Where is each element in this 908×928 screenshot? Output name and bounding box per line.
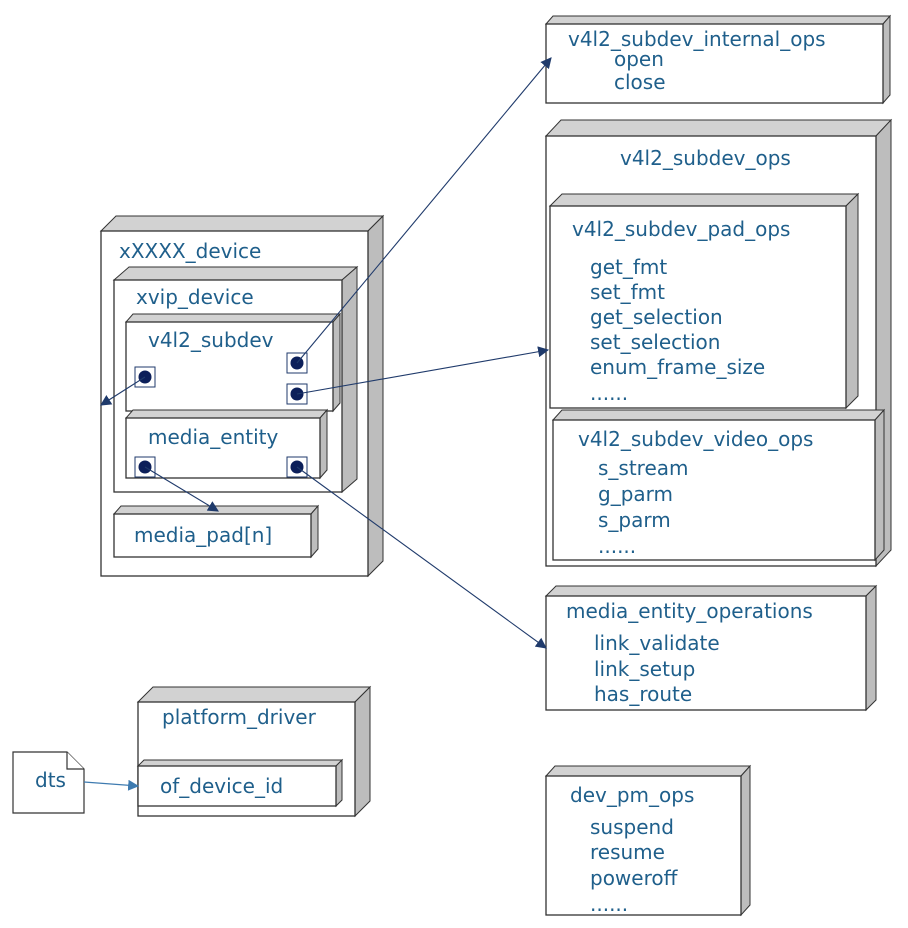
entity-op-item: has_route (594, 682, 692, 706)
pad-op-item: get_selection (590, 305, 723, 329)
xxxxx-device-label: xXXXX_device (119, 239, 261, 263)
video-ops-node[interactable]: v4l2_subdev_video_ops s_stream g_parm s_… (551, 408, 886, 562)
platform-driver-label: platform_driver (162, 705, 317, 729)
pad-op-item: enum_frame_size (590, 355, 765, 379)
pm-ops-title: dev_pm_ops (570, 783, 694, 807)
internal-op-item: close (614, 70, 666, 94)
subdev-ops-title: v4l2_subdev_ops (620, 146, 791, 170)
dts-label: dts (35, 768, 66, 792)
internal-op-item: open (614, 47, 664, 71)
connector-to-internal-ops (296, 57, 552, 364)
entity-ops-title: media_entity_operations (566, 599, 813, 623)
video-op-item: s_stream (598, 456, 689, 480)
pm-op-item: ...... (590, 892, 628, 916)
pad-ops-title: v4l2_subdev_pad_ops (572, 217, 790, 241)
xvip-device-label: xvip_device (136, 285, 254, 309)
pad-op-item: set_selection (590, 330, 720, 354)
connector-to-entity-ops (296, 466, 547, 649)
of-device-id-node[interactable]: of_device_id (136, 758, 344, 808)
connector-to-subdev-ops (296, 346, 550, 395)
video-op-item: s_parm (598, 508, 671, 532)
pad-op-item: ...... (590, 381, 628, 405)
pad-ops-node[interactable]: v4l2_subdev_pad_ops get_fmt set_fmt get_… (548, 192, 860, 410)
video-op-item: g_parm (598, 482, 673, 506)
pm-op-item: suspend (590, 815, 674, 839)
entity-op-item: link_validate (594, 631, 720, 655)
media-pad-node[interactable]: media_pad[n] (112, 504, 320, 559)
of-device-id-label: of_device_id (160, 774, 283, 798)
v4l2-subdev-label: v4l2_subdev (148, 328, 274, 352)
connectors (83, 57, 552, 791)
v4l2-subdev-node[interactable]: v4l2_subdev (124, 312, 342, 413)
connector-to-device (100, 376, 146, 406)
pad-op-item: set_fmt (590, 280, 665, 304)
pm-op-item: poweroff (590, 866, 679, 890)
video-op-item: ...... (598, 534, 636, 558)
entity-op-item: link_setup (594, 657, 695, 681)
connector-to-media-pad (144, 466, 219, 512)
video-ops-title: v4l2_subdev_video_ops (578, 427, 813, 451)
dts-note[interactable]: dts (12, 751, 85, 814)
internal-ops-node[interactable]: v4l2_subdev_internal_ops open close (544, 14, 892, 105)
internal-ops-title: v4l2_subdev_internal_ops (568, 27, 826, 51)
connector-dts-to-of-device-id (83, 779, 140, 791)
media-entity-label: media_entity (148, 425, 279, 449)
pm-op-item: resume (590, 840, 665, 864)
pad-op-item: get_fmt (590, 255, 667, 279)
pm-ops-node[interactable]: dev_pm_ops suspend resume poweroff .....… (544, 764, 752, 917)
entity-ops-node[interactable]: media_entity_operations link_validate li… (544, 584, 878, 712)
media-pad-label: media_pad[n] (134, 523, 272, 547)
